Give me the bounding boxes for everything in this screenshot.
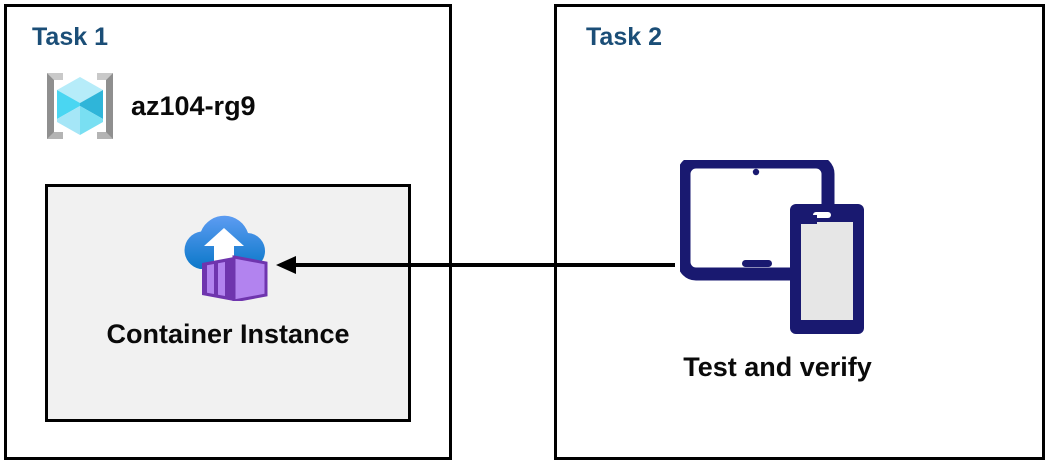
test-and-verify-label: Test and verify xyxy=(683,352,872,382)
connector-arrow xyxy=(276,256,675,274)
test-and-verify-group: Test and verify xyxy=(670,160,885,381)
task-2-title: Task 2 xyxy=(586,23,662,51)
resource-group-icon xyxy=(47,73,113,139)
container-instance-label: Container Instance xyxy=(106,319,350,349)
resource-group-label: az104-rg9 xyxy=(131,90,256,121)
container-instance-icon xyxy=(184,215,268,301)
task-1-title: Task 1 xyxy=(32,23,108,51)
container-instance-box: Container Instance xyxy=(45,184,411,422)
resource-group-row: az104-rg9 xyxy=(37,67,256,145)
task-panel-1: Task 1 xyxy=(4,4,452,460)
task-panel-2: Task 2 xyxy=(554,4,1045,460)
devices-icon xyxy=(679,160,864,334)
